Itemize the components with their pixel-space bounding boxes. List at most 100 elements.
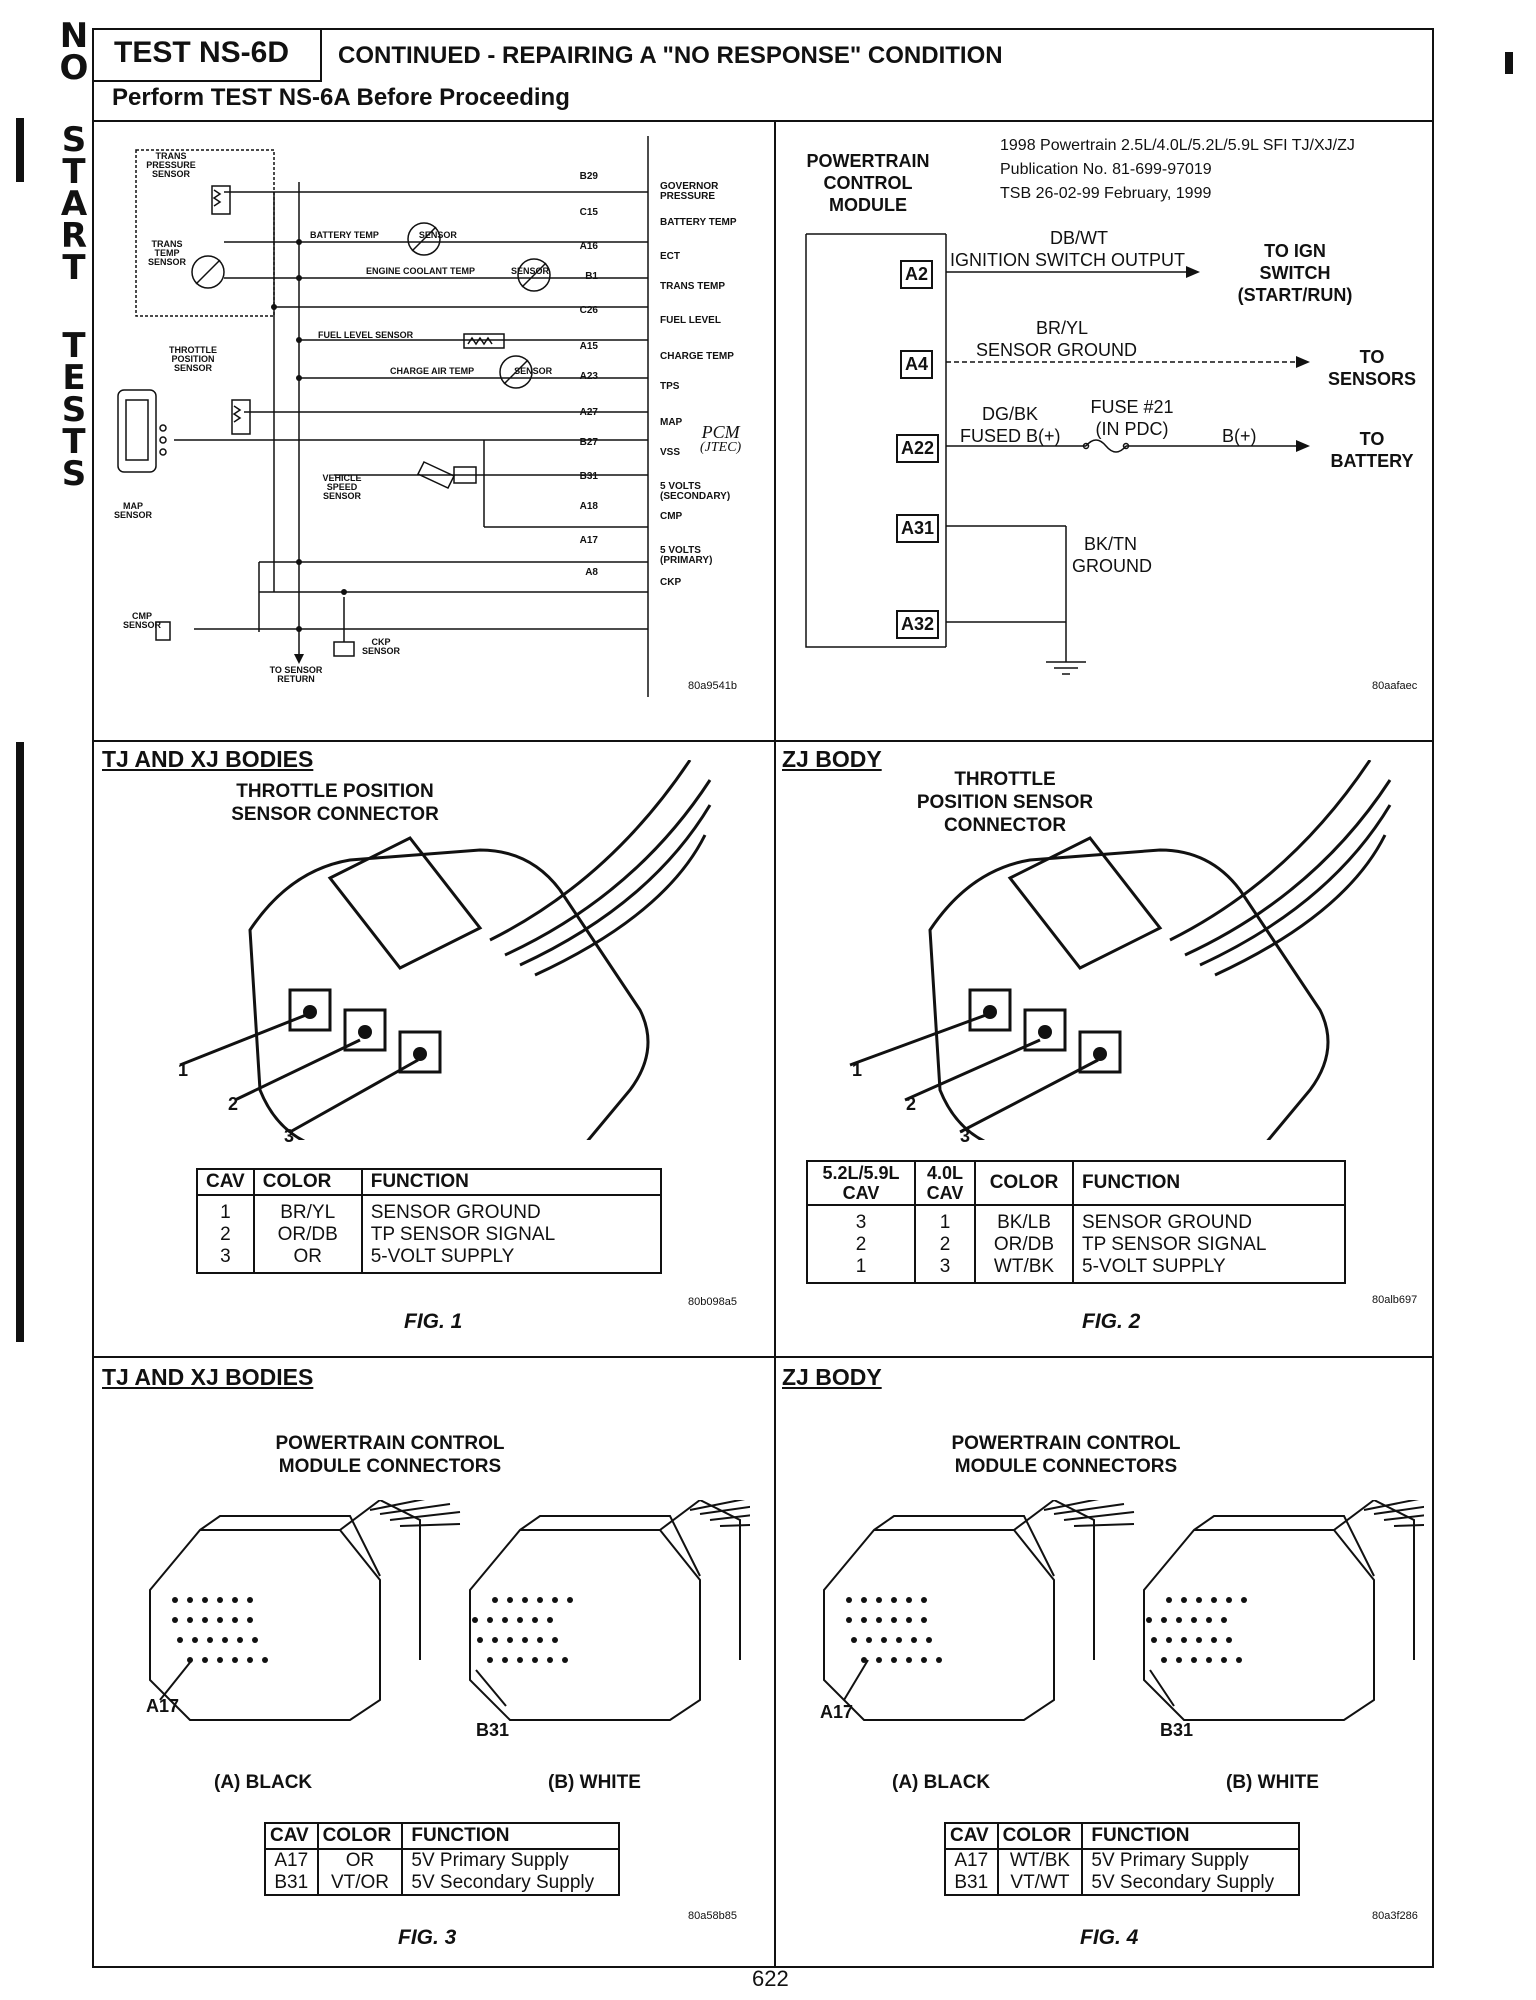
fig4-label: FIG. 4 <box>1080 1926 1139 1949</box>
schematic-left <box>117 136 649 697</box>
tab-letter: T <box>62 326 86 366</box>
page-subtitle: Perform TEST NS-6A Before Proceeding <box>112 84 570 111</box>
page-number: 622 <box>752 1966 789 1991</box>
fig3-caption: POWERTRAIN CONTROL MODULE CONNECTORS <box>270 1432 510 1478</box>
tab-letter: S <box>61 390 87 430</box>
label-line: THROTTLE <box>169 345 217 355</box>
pin-a32: A32 <box>896 610 940 639</box>
connector-a-label: (A) BLACK <box>892 1772 991 1793</box>
label-line: PRESSURE <box>146 160 196 170</box>
tab-letter: T <box>62 152 86 192</box>
col-header: FUNCTION <box>1073 1161 1346 1206</box>
caption-line: MODULE CONNECTORS <box>954 1456 1178 1477</box>
header-line: CAV <box>842 1183 880 1203</box>
pin-id: A18 <box>579 501 598 512</box>
tab-letter: S <box>61 120 87 160</box>
cell: 2 <box>807 1234 916 1256</box>
margin-bar <box>1505 52 1513 74</box>
pin-function-line: FUEL LEVEL <box>660 315 721 326</box>
header-line: CAV <box>926 1183 964 1203</box>
cell: WT/BK <box>997 1849 1084 1872</box>
col-header: FUNCTION <box>361 1169 663 1196</box>
margin-bar <box>16 742 24 1342</box>
label-line: SENSOR <box>147 257 186 267</box>
cell: OR/DB <box>975 1234 1074 1256</box>
pin-function: VSS <box>660 448 680 458</box>
pin-function-line: MAP <box>660 417 683 428</box>
label-text: ENGINE COOLANT TEMP <box>366 266 476 276</box>
figure-code: 80b098a5 <box>688 1296 737 1308</box>
test-id: TEST NS-6D <box>92 28 322 82</box>
pin-function: BATTERY TEMP <box>660 218 736 228</box>
label-text: SENSOR <box>514 366 553 376</box>
label-line: VEHICLE <box>322 473 362 483</box>
pcm-label: PCM (JTEC) <box>700 423 742 456</box>
pin-function: CKP <box>660 578 681 588</box>
connector-b-label: (B) WHITE <box>548 1772 641 1793</box>
caption-line: POWERTRAIN CONTROL <box>951 1433 1181 1454</box>
caption-line: CONNECTOR <box>943 815 1067 836</box>
dest-line: (START/RUN) <box>1237 285 1353 305</box>
fig4-section-title: ZJ BODY <box>782 1364 882 1390</box>
cell: 3 <box>807 1205 916 1234</box>
pin-id: B27 <box>579 437 598 448</box>
pin-a17-label: A17 <box>820 1702 854 1722</box>
cell: 2 <box>197 1224 255 1246</box>
fuse-line: (IN PDC) <box>1095 419 1169 439</box>
label-line: CMP <box>132 611 152 621</box>
figure-code: 80a9541b <box>688 680 737 692</box>
caption-line: POSITION SENSOR <box>916 792 1094 813</box>
pin-function: FUEL LEVEL <box>660 316 721 326</box>
cmp-sensor-label: CMP SENSOR <box>122 612 162 630</box>
pin-function-line: VSS <box>660 447 681 458</box>
pin-function: 5 VOLTS(PRIMARY) <box>660 546 712 566</box>
pin-b31-label: B31 <box>476 1720 510 1740</box>
cell: 5-VOLT SUPPLY <box>1073 1256 1346 1283</box>
pin-function: CHARGE TEMP <box>660 352 734 362</box>
cell: BK/LB <box>975 1205 1074 1234</box>
callout-2: 2 <box>228 1094 239 1114</box>
cell: 5V Primary Supply <box>402 1849 620 1872</box>
fig3-section-title: TJ AND XJ BODIES <box>102 1364 314 1390</box>
dest-line: TO <box>1359 347 1385 367</box>
label-text: CHARGE AIR TEMP <box>390 366 475 376</box>
cell: WT/BK <box>975 1256 1074 1283</box>
fuel-level-sensor-label: FUEL LEVEL SENSOR <box>318 330 414 340</box>
tps-connector-drawing <box>179 760 712 1140</box>
a22-wire-color: DG/BK <box>982 404 1039 424</box>
pcm-sub-text: (JTEC) <box>700 440 742 455</box>
figure-code: 80aafaec <box>1372 680 1418 692</box>
fig2-section-title: ZJ BODY <box>782 746 882 772</box>
label-line: TEMP <box>154 248 180 258</box>
a2-wire-color: DB/WT <box>1050 228 1108 248</box>
pin-id: A8 <box>585 567 598 578</box>
caption-line: POWERTRAIN CONTROL <box>275 1433 505 1454</box>
callout-3: 3 <box>960 1126 971 1146</box>
cell: 5V Secondary Supply <box>402 1872 620 1895</box>
cell: B31 <box>265 1872 319 1895</box>
cell: VT/OR <box>317 1872 404 1895</box>
callout-3: 3 <box>284 1126 295 1146</box>
dest-line: SENSORS <box>1327 369 1417 389</box>
label-text: BATTERY TEMP <box>310 230 379 240</box>
pin-id: B29 <box>579 171 598 182</box>
tps-connector-drawing <box>849 760 1392 1140</box>
fuse-label: FUSE #21 (IN PDC) <box>1080 396 1184 440</box>
fuse-line: FUSE #21 <box>1090 397 1174 417</box>
cell: TP SENSOR SIGNAL <box>1073 1234 1346 1256</box>
tab-letter: R <box>60 216 88 256</box>
pin-id: A15 <box>579 341 598 352</box>
title-line: CONTROL <box>823 173 913 193</box>
